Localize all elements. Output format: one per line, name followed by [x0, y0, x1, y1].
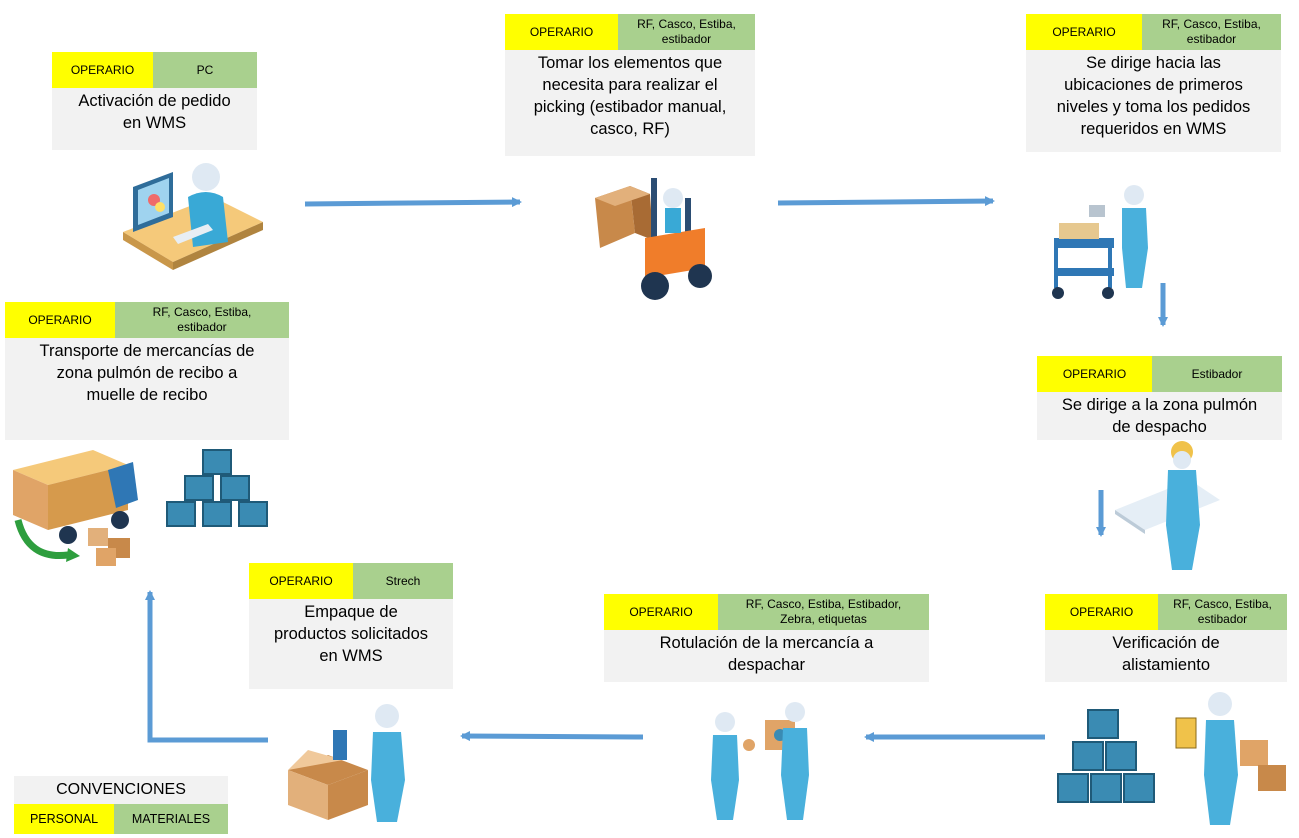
role-badge: OPERARIO — [1037, 356, 1152, 392]
role-badge: OPERARIO — [52, 52, 153, 88]
arrow-step1-to-step2 — [304, 197, 522, 208]
role-badge: OPERARIO — [249, 563, 353, 599]
arrow-step7-to-step8 — [145, 590, 268, 743]
role-badge: OPERARIO — [1045, 594, 1158, 630]
legend-materials: MATERIALES — [114, 804, 228, 834]
materials-badge: RF, Casco, Estiba, estibador — [618, 14, 755, 50]
boxes-scanner-icon — [1057, 692, 1286, 825]
packing-box-icon — [288, 704, 405, 822]
role-badge: OPERARIO — [604, 594, 718, 630]
legend-title: CONVENCIONES — [14, 776, 228, 804]
box-pyramid-icon — [166, 449, 268, 527]
engineer-blueprint-icon — [1115, 441, 1220, 570]
role-badge: OPERARIO — [5, 302, 115, 338]
materials-badge: RF, Casco, Estiba, estibador — [1142, 14, 1281, 50]
computer-user-icon — [123, 163, 263, 270]
materials-badge: RF, Casco, Estiba, estibador — [115, 302, 289, 338]
cart-picker-icon — [1052, 185, 1148, 299]
step-description: Se dirige hacia las ubicaciones de prime… — [1056, 54, 1251, 138]
legend-personal: PERSONAL — [14, 804, 114, 834]
materials-badge: RF, Casco, Estiba, estibador — [1158, 594, 1287, 630]
step-description: Activación de pedido en WMS — [78, 92, 231, 132]
forklift-icon — [595, 178, 712, 300]
step-description: Tomar los elementos que necesita para re… — [533, 54, 727, 138]
step-description: Transporte de mercancías de zona pulmón … — [39, 342, 255, 404]
step-description: Se dirige a la zona pulmón de despacho — [1061, 396, 1258, 436]
materials-badge: PC — [153, 52, 257, 88]
step-description: Rotulación de la mercancía a despachar — [659, 634, 874, 674]
role-badge: OPERARIO — [505, 14, 618, 50]
arrow-step2-to-step3 — [777, 196, 995, 207]
materials-badge: RF, Casco, Estiba, Estibador, Zebra, eti… — [718, 594, 929, 630]
step-description: Empaque de productos solicitados en WMS — [273, 603, 429, 665]
materials-badge: Estibador — [1152, 356, 1282, 392]
arrow-step6-to-step7 — [460, 731, 644, 742]
role-badge: OPERARIO — [1026, 14, 1142, 50]
delivery-truck-icon — [13, 450, 138, 566]
step-description: Verificación de alistamiento — [1112, 634, 1220, 674]
labeling-workers-icon — [711, 702, 809, 820]
legend: CONVENCIONES PERSONAL MATERIALES — [14, 776, 228, 834]
materials-badge: Strech — [353, 563, 453, 599]
